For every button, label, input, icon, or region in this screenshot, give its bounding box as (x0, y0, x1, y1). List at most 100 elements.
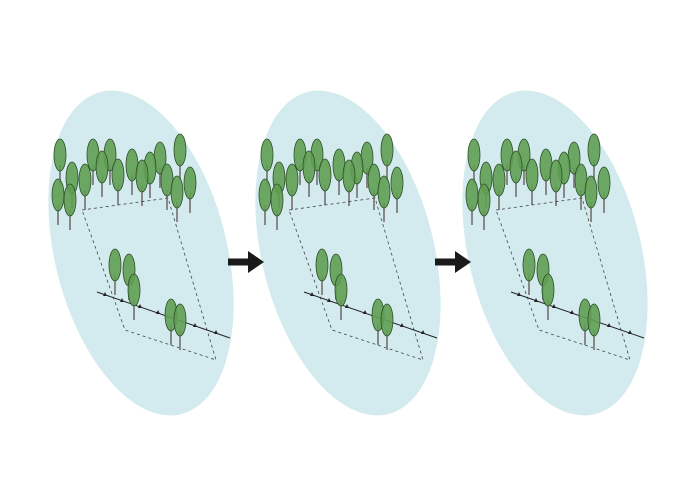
road-marker (120, 298, 124, 302)
tree-canopy (258, 178, 272, 212)
tree (360, 141, 374, 188)
tree-canopy (522, 248, 536, 282)
tree-canopy (270, 183, 284, 217)
tree (525, 158, 539, 205)
tree-canopy (51, 178, 65, 212)
road-marker (193, 323, 197, 327)
tree (173, 303, 187, 350)
tree-canopy (302, 150, 316, 184)
tree (587, 133, 601, 180)
road-marker (628, 330, 632, 334)
tree-canopy (260, 138, 274, 172)
site-context-ellipse (462, 90, 648, 416)
tree-canopy (95, 150, 109, 184)
arrow-head-icon (455, 251, 471, 273)
tree (258, 178, 272, 225)
tree (315, 248, 329, 295)
tree (318, 158, 332, 205)
tree (63, 183, 77, 230)
tree-canopy (63, 183, 77, 217)
tree-canopy (549, 159, 563, 193)
road-marker (517, 292, 521, 296)
road-marker (156, 310, 160, 314)
tree-canopy (587, 303, 601, 337)
road-marker (345, 304, 349, 308)
tree (549, 159, 563, 206)
tree-canopy (173, 133, 187, 167)
tree (135, 159, 149, 206)
arrow-shaft (435, 258, 457, 266)
tree-canopy (541, 273, 555, 307)
tree-canopy (587, 133, 601, 167)
road-marker (138, 304, 142, 308)
arrow-shaft (228, 258, 250, 266)
tree-canopy (53, 138, 67, 172)
site-context-ellipse (48, 90, 234, 416)
tree-canopy (334, 273, 348, 307)
tree-canopy (318, 158, 332, 192)
tree-canopy (135, 159, 149, 193)
road-marker (310, 292, 314, 296)
tree (567, 141, 581, 188)
tree (342, 159, 356, 206)
road-marker (421, 330, 425, 334)
tree-canopy (377, 175, 391, 209)
road-marker (327, 298, 331, 302)
tree (380, 133, 394, 180)
tree-canopy (315, 248, 329, 282)
tree (111, 158, 125, 205)
tree-canopy (380, 133, 394, 167)
road-marker (534, 298, 538, 302)
tree (380, 303, 394, 350)
tree (95, 150, 109, 197)
tree (522, 248, 536, 295)
tree-canopy (183, 166, 197, 200)
tree-canopy (465, 178, 479, 212)
road-marker (607, 323, 611, 327)
tree-canopy (525, 158, 539, 192)
tree (170, 175, 184, 222)
tree (597, 166, 611, 213)
tree (78, 163, 92, 210)
tree (183, 166, 197, 213)
tree-canopy (285, 163, 299, 197)
tree (587, 303, 601, 350)
tree-canopy (597, 166, 611, 200)
road-marker (552, 304, 556, 308)
road-line (510, 291, 645, 339)
tree-canopy (108, 248, 122, 282)
tree (509, 150, 523, 197)
tree (302, 150, 316, 197)
tree-canopy (390, 166, 404, 200)
tree (173, 133, 187, 180)
tree (108, 248, 122, 295)
panel-3 (462, 90, 648, 416)
road-line (96, 291, 231, 339)
tree (285, 163, 299, 210)
tree-canopy (78, 163, 92, 197)
tree (539, 148, 553, 195)
tree (377, 175, 391, 222)
tree-canopy (467, 138, 481, 172)
tree (541, 273, 555, 320)
tree (334, 273, 348, 320)
tree-canopy (509, 150, 523, 184)
road-marker (363, 310, 367, 314)
tree (51, 178, 65, 225)
tree-canopy (127, 273, 141, 307)
tree-canopy (173, 303, 187, 337)
tree (584, 175, 598, 222)
panel-1 (48, 90, 234, 416)
tree-canopy (342, 159, 356, 193)
arrow-head-icon (248, 251, 264, 273)
tree (477, 183, 491, 230)
process-arrow-1 (228, 251, 264, 273)
tree-canopy (170, 175, 184, 209)
site-context-ellipse (255, 90, 441, 416)
road-marker (570, 310, 574, 314)
tree-canopy (380, 303, 394, 337)
tree-canopy (111, 158, 125, 192)
road-marker (214, 330, 218, 334)
